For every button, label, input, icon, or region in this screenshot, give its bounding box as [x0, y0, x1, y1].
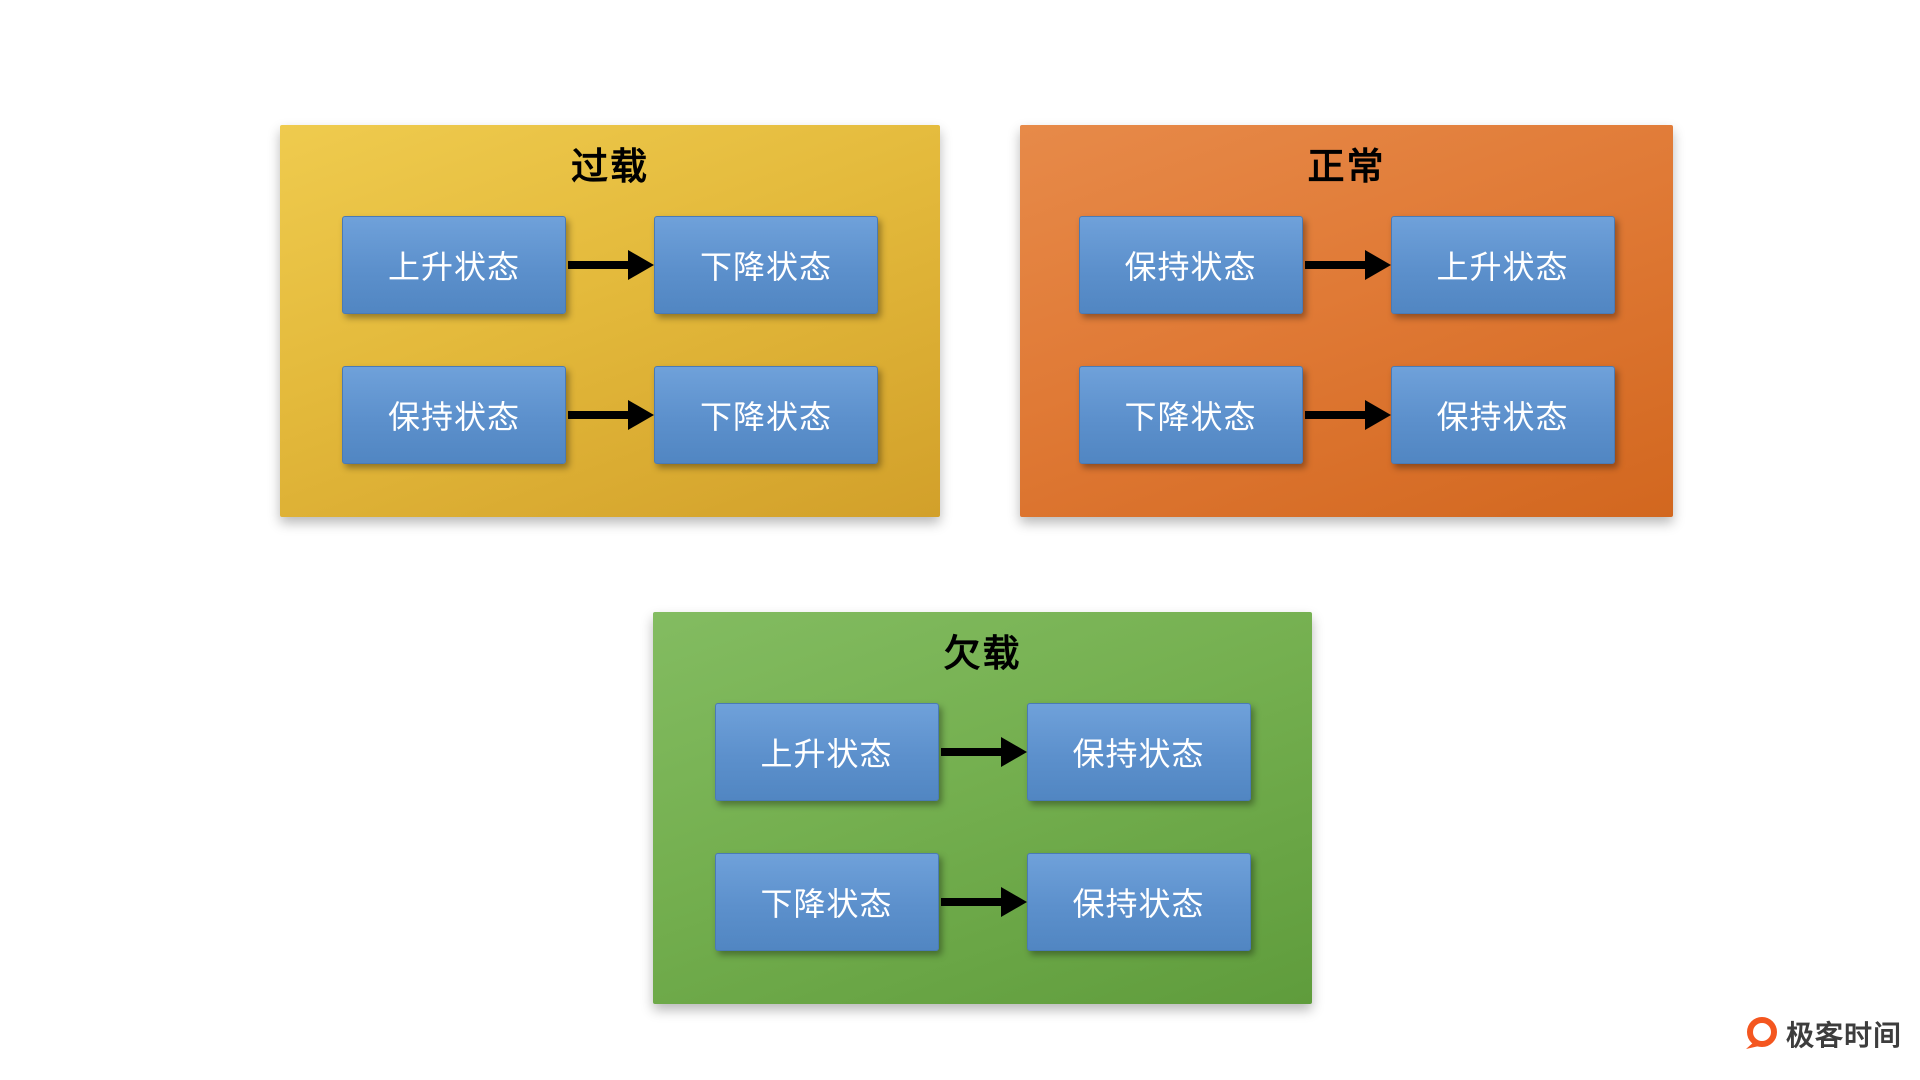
arrow-right-icon	[1303, 249, 1391, 280]
brand-text: 极客时间	[1785, 1020, 1902, 1051]
state-box: 上升状态	[342, 215, 566, 314]
flow-row: 上升状态 保持状态	[714, 702, 1251, 801]
state-box: 保持状态	[1026, 852, 1251, 951]
arrow-right-icon	[939, 736, 1027, 767]
state-box: 下降状态	[654, 365, 878, 464]
panel-overload-title: 过载	[571, 146, 649, 187]
state-box: 保持状态	[342, 365, 566, 464]
geek-time-logo-icon	[1743, 1016, 1779, 1052]
panel-underload-title: 欠载	[943, 633, 1022, 674]
arrow-right-icon	[566, 249, 654, 280]
flow-row: 上升状态 下降状态	[342, 215, 878, 314]
arrow-right-icon	[1303, 399, 1391, 430]
panel-underload: 欠载 上升状态 保持状态 下降状态 保持状态	[653, 612, 1312, 1004]
state-box: 上升状态	[1390, 215, 1615, 314]
panel-normal: 正常 保持状态 上升状态 下降状态 保持状态	[1020, 125, 1673, 517]
state-box: 下降状态	[1078, 365, 1303, 464]
arrow-right-icon	[566, 399, 654, 430]
state-box: 上升状态	[714, 702, 939, 801]
state-box: 保持状态	[1390, 365, 1615, 464]
state-box: 下降状态	[714, 852, 939, 951]
flow-row: 保持状态 下降状态	[342, 365, 878, 464]
brand-watermark: 极客时间	[1743, 1014, 1902, 1054]
state-box: 保持状态	[1078, 215, 1303, 314]
flow-row: 下降状态 保持状态	[714, 852, 1251, 951]
state-box: 保持状态	[1026, 702, 1251, 801]
flow-row: 保持状态 上升状态	[1078, 215, 1615, 314]
panel-overload: 过载 上升状态 下降状态 保持状态 下降状态	[280, 125, 940, 517]
flow-row: 下降状态 保持状态	[1078, 365, 1615, 464]
state-box: 下降状态	[654, 215, 878, 314]
panel-normal-title: 正常	[1307, 146, 1386, 187]
arrow-right-icon	[939, 886, 1027, 917]
